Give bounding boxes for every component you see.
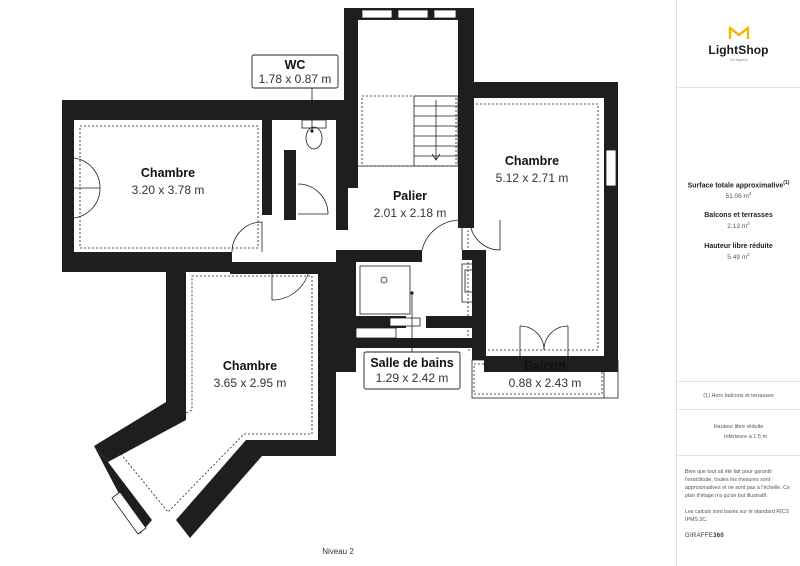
disclaimer-block: Bien que tout ait été fait pour garantir…: [677, 456, 800, 540]
room-label-salle-de-bains: Salle de bains 1.29 x 2.42 m: [363, 291, 461, 390]
surface-total-value: 51.06 m2: [725, 191, 752, 201]
floor-plan: WC 1.78 x 0.87 m Chambre 3.20 x 3.78 m P…: [62, 8, 619, 556]
room-label-balcon: Balcon 0.88 x 2.43 m: [509, 359, 582, 390]
level-label: Niveau 2: [322, 547, 354, 556]
room-label-chambre-1: Chambre 3.20 x 3.78 m: [132, 166, 205, 197]
room-dimensions: 1.78 x 0.87 m: [259, 72, 332, 86]
brand-block: LightShop The Agency: [677, 0, 800, 88]
info-sidebar: LightShop The Agency Surface totale appr…: [676, 0, 800, 566]
room-dimensions: 3.65 x 2.95 m: [214, 376, 287, 390]
windows: [111, 9, 617, 535]
doors-fixtures: [66, 95, 619, 399]
room-label-chambre-3: Chambre 3.65 x 2.95 m: [214, 359, 287, 390]
room-name: Chambre: [141, 166, 195, 180]
room-name: Balcon: [524, 359, 566, 373]
hauteur-reduite-label: Hauteur libre réduite: [704, 242, 773, 250]
note-hors-balcons: (1) Hors balcons et terrasses: [677, 382, 800, 410]
room-dimensions: 3.20 x 3.78 m: [132, 183, 205, 197]
giraffe360-logo: GIRAFFE360: [685, 533, 725, 539]
lightshop-logo-icon: [728, 25, 749, 39]
disclaimer-text: Bien que tout ait été fait pour garantir…: [685, 469, 790, 499]
room-name: Palier: [393, 189, 427, 203]
room-name: WC: [285, 58, 306, 72]
room-name: Chambre: [505, 154, 559, 168]
room-label-chambre-2: Chambre 5.12 x 2.71 m: [496, 154, 569, 185]
room-label-wc: WC 1.78 x 0.87 m: [251, 54, 339, 133]
room-dimensions: 2.01 x 2.18 m: [374, 206, 447, 220]
room-label-palier: Palier 2.01 x 2.18 m: [374, 189, 447, 220]
balcons-label: Balcons et terrasses: [704, 212, 773, 220]
dashed-outlines: [79, 95, 603, 513]
room-dimensions: 0.88 x 2.43 m: [509, 376, 582, 390]
room-name: Chambre: [223, 359, 277, 373]
room-dimensions: 5.12 x 2.71 m: [496, 171, 569, 185]
standard-note: Les calculs sont basés sur le standard R…: [685, 509, 789, 523]
brand-tagline: The Agency: [729, 58, 748, 62]
walls: [62, 8, 618, 538]
brand-name: LightShop: [708, 43, 769, 57]
room-dimensions: 1.29 x 2.42 m: [376, 371, 449, 385]
surface-block: Surface totale approximative(1) 51.06 m2…: [677, 88, 800, 382]
hauteur-legend-title: Hauteur libre réduite: [713, 424, 764, 430]
room-name: Salle de bains: [370, 356, 453, 370]
hauteur-legend-value: Inférieure à 1.5 m: [723, 434, 768, 440]
hauteur-reduite-value: 5.49 m2: [727, 251, 750, 261]
hauteur-legend: Hauteur libre réduite Inférieure à 1.5 m: [677, 410, 800, 456]
balcons-value: 2.13 m2: [727, 221, 750, 231]
surface-total-label: Surface totale approximative(1): [687, 180, 790, 190]
